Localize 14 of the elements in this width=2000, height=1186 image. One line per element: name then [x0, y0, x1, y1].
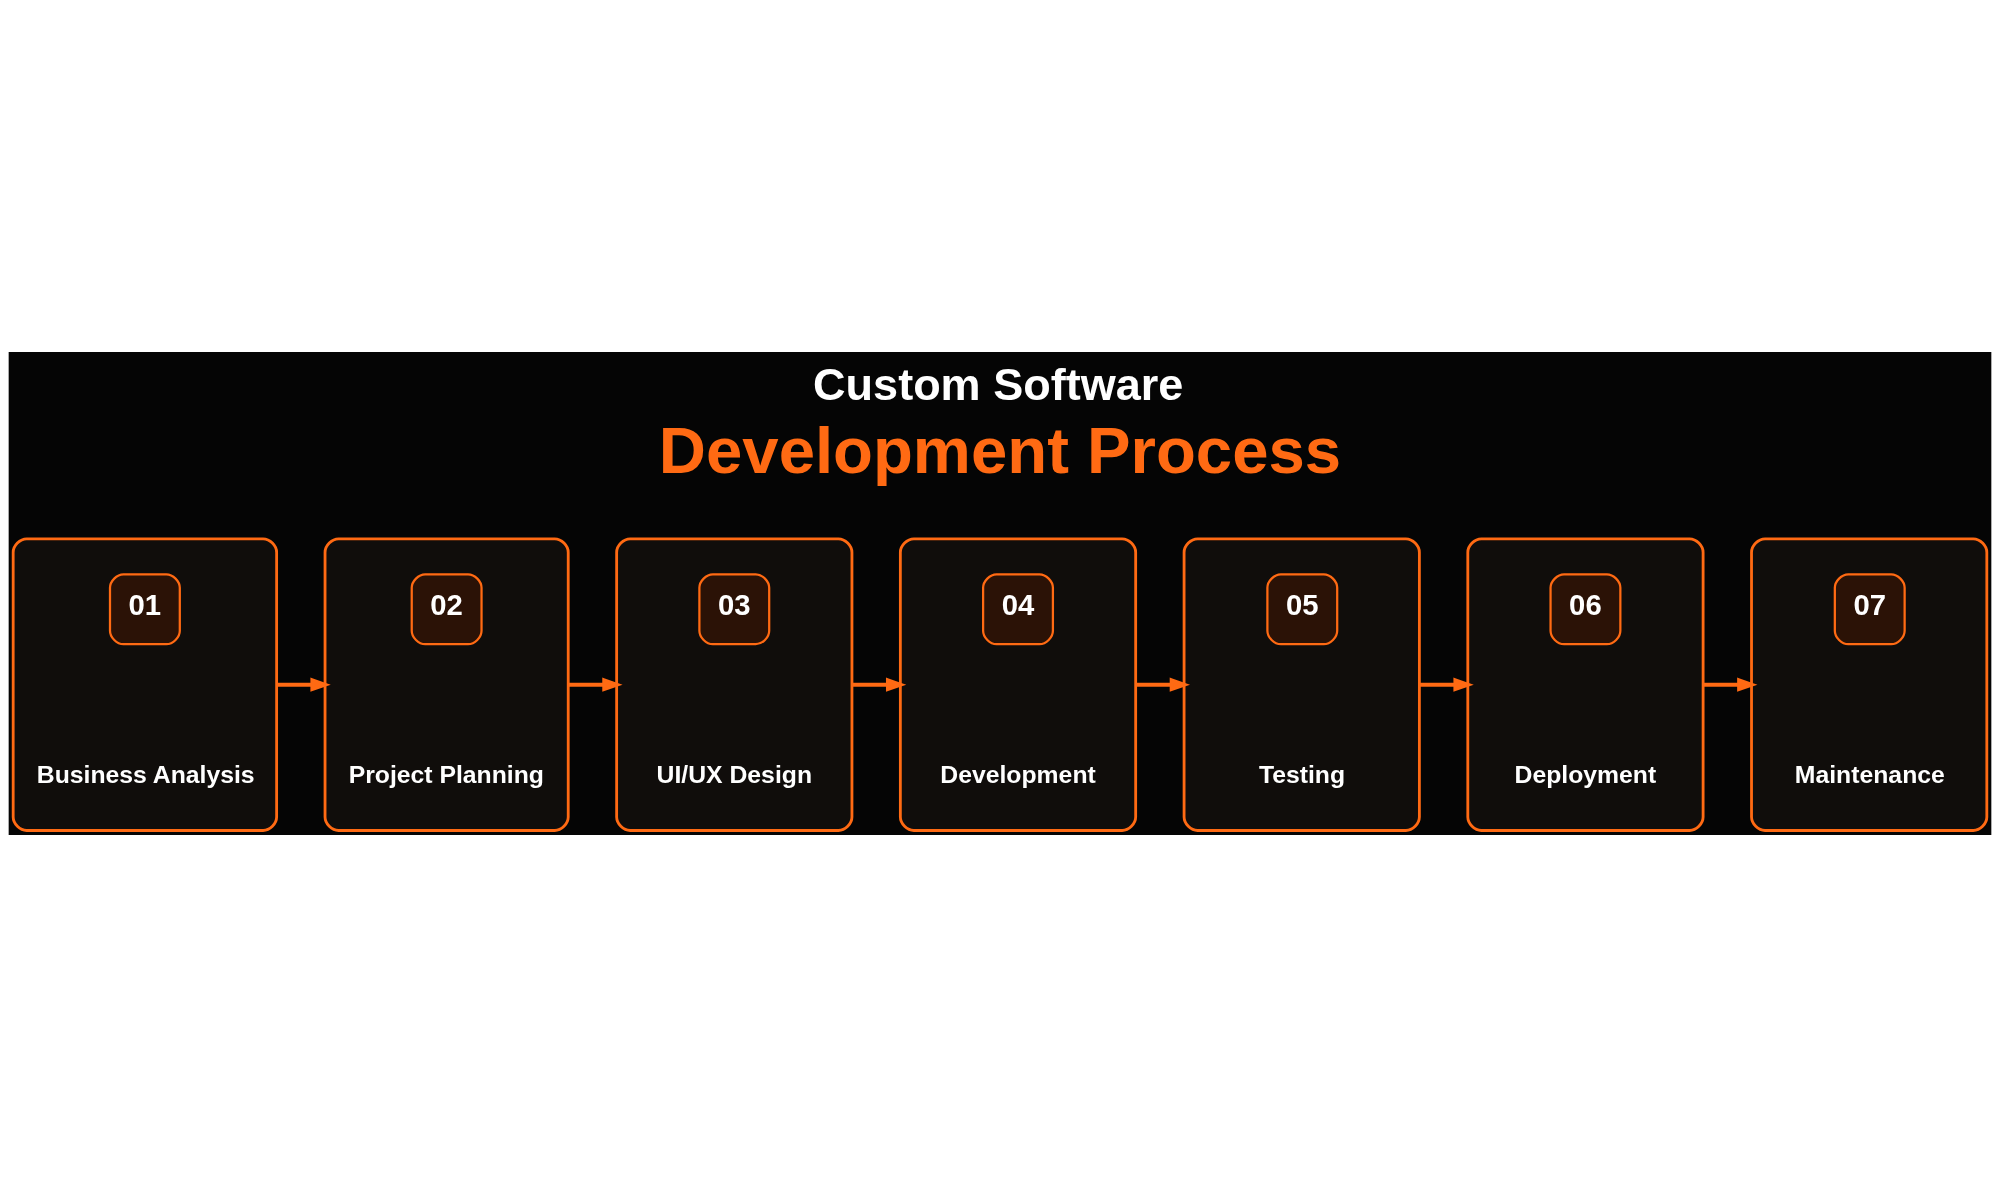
arrow [276, 677, 331, 692]
diagram-title: Custom Software Development Process [658, 358, 1342, 487]
arrow [1703, 677, 1758, 692]
node-box: 07 Maintenance [1750, 537, 1989, 832]
arrow [1419, 677, 1474, 692]
node-box: 03 UI/UX Design [615, 537, 854, 832]
node-box: 05 Testing [1182, 537, 1421, 832]
arrow [852, 677, 907, 692]
node-box: 01 Business Analysis [11, 537, 279, 832]
arrow [568, 677, 623, 692]
node-box: 04 Development [898, 537, 1138, 832]
arrow [1136, 677, 1190, 692]
node-box: 02 Project Planning [323, 537, 570, 832]
node-box: 06 Deployment [1466, 537, 1705, 832]
